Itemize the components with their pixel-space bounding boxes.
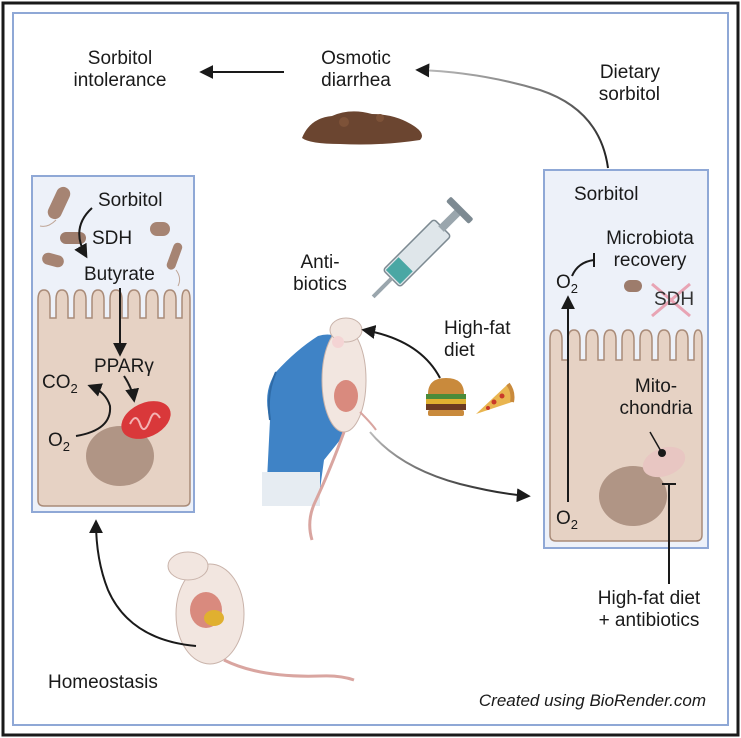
right-o2-top-label: O2	[556, 272, 579, 296]
syringe-icon	[371, 197, 473, 299]
microbiota-recovery-label: Microbiota recovery	[606, 228, 694, 271]
homeostasis-to-left-panel-arrow	[89, 519, 197, 647]
right-mitochondrion	[642, 446, 686, 478]
sorbitol-to-butyrate-arrow	[74, 207, 93, 259]
pizza-icon	[476, 382, 515, 414]
left-co2-label: CO2	[42, 372, 78, 396]
right-sorbitol-label: Sorbitol	[574, 184, 639, 205]
sorbitol-intolerance-label: Sorbitol intolerance	[73, 48, 167, 91]
left-sorbitol-label: Sorbitol	[98, 190, 163, 211]
sdh-crossed-out-icon	[651, 282, 691, 318]
osmotic-diarrhea-label: Osmotic diarrhea	[321, 48, 391, 91]
left-ppar-label: PPARγ	[94, 356, 154, 377]
right-cell-panel	[543, 169, 709, 584]
mito-pointer-line	[649, 431, 663, 454]
dietary-sorbitol-to-diarrhea-arrow	[415, 63, 609, 169]
biorender-credit: Created using BioRender.com	[478, 691, 706, 710]
mitochondria-label: Mito- chondria	[619, 376, 693, 419]
right-o2-bottom-label: O2	[556, 508, 579, 532]
left-sdh-label: SDH	[92, 228, 133, 249]
antibiotics-label: Anti- biotics	[293, 252, 347, 295]
left-mitochondrion	[121, 401, 171, 439]
right-sdh-label: SDH	[654, 289, 695, 310]
ppar-to-mito-arrow	[123, 375, 140, 403]
right-nucleus	[599, 466, 667, 526]
held-mouse-icon	[308, 317, 377, 541]
left-cell-panel	[31, 175, 195, 513]
homeostasis-mouse-icon	[167, 551, 355, 682]
left-butyrate-label: Butyrate	[84, 264, 155, 285]
burger-icon	[426, 378, 466, 416]
hfd-antibiotics-label: High-fat diet + antibiotics	[597, 588, 701, 631]
o2-inhibits-microbiota	[571, 259, 595, 277]
mouse-to-right-panel-arrow	[369, 431, 531, 503]
left-o2-label: O2	[48, 430, 71, 454]
o2-to-co2-arrow	[75, 383, 112, 437]
diet-to-mouse-arrow	[361, 325, 441, 379]
high-fat-diet-label: High-fat diet	[444, 318, 511, 361]
right-bacterium	[624, 280, 642, 292]
left-nucleus	[86, 426, 154, 486]
dietary-sorbitol-label: Dietary sorbitol	[598, 62, 660, 105]
stool-icon	[302, 111, 422, 145]
homeostasis-label: Homeostasis	[48, 672, 158, 693]
